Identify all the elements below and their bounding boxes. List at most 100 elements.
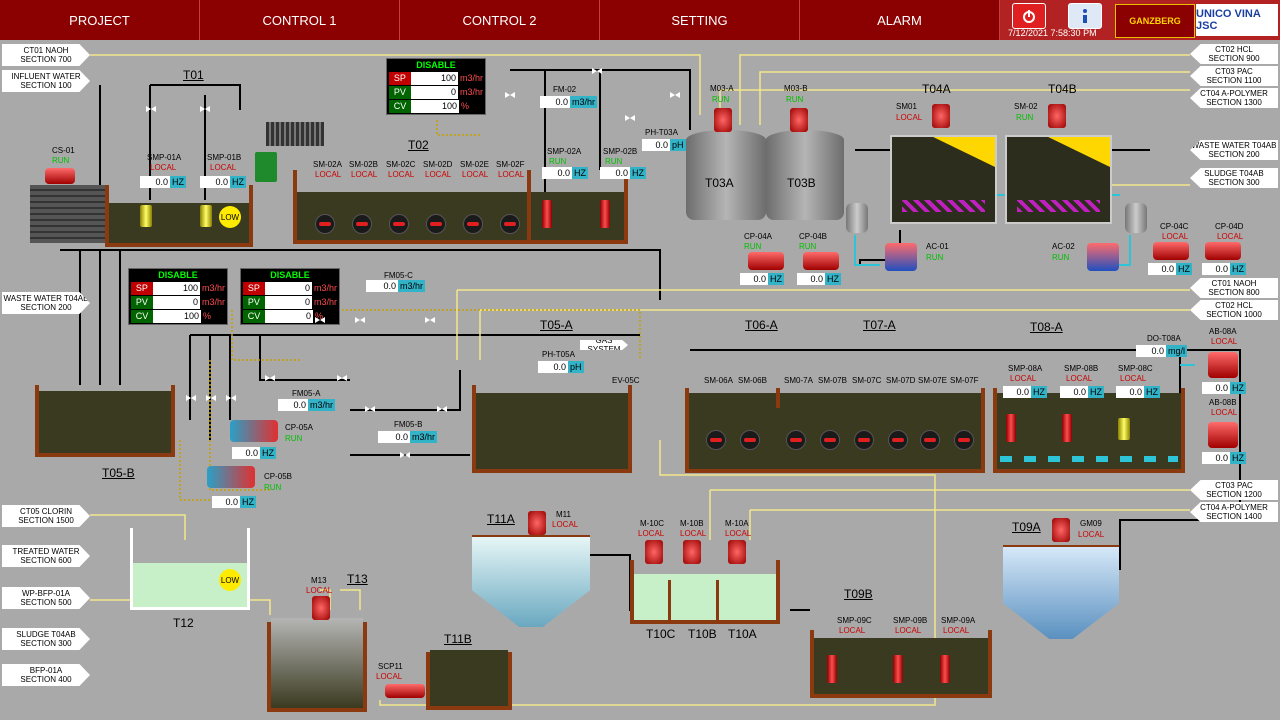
m03a-motor[interactable]	[714, 108, 732, 132]
ac02-label: AC-02	[1052, 242, 1075, 251]
valve[interactable]	[400, 450, 410, 460]
mixer-sm07f[interactable]	[954, 430, 974, 450]
nav-control-1[interactable]: CONTROL 1	[200, 0, 400, 40]
valve[interactable]	[625, 113, 635, 123]
valve[interactable]	[226, 393, 236, 403]
m10a-motor[interactable]	[728, 540, 746, 564]
smp08b-pump[interactable]	[1062, 414, 1072, 442]
smp09c-pump[interactable]	[827, 655, 837, 683]
nav-control-2[interactable]: CONTROL 2	[400, 0, 600, 40]
value: 0.0	[1136, 345, 1166, 357]
mixer-sm02e[interactable]	[463, 214, 483, 234]
m13-motor[interactable]	[312, 596, 330, 620]
gas-system-tag[interactable]: GAS SYSTEM	[580, 340, 628, 350]
mixer-sm02c[interactable]	[389, 214, 409, 234]
valve[interactable]	[670, 90, 680, 100]
cp04b-pump[interactable]	[803, 252, 839, 270]
m10b-motor[interactable]	[683, 540, 701, 564]
t10a-title: T10A	[728, 627, 757, 641]
nav-alarm[interactable]: ALARM	[800, 0, 1000, 40]
valve[interactable]	[592, 66, 602, 76]
tag-line-1: CT02 HCL	[1215, 301, 1253, 310]
valve[interactable]	[186, 393, 196, 403]
valve[interactable]	[505, 90, 515, 100]
power-button[interactable]	[1012, 3, 1046, 29]
sp-value[interactable]: 100	[410, 72, 458, 85]
smp02b-pump[interactable]	[600, 200, 610, 228]
cv-value[interactable]: 0	[265, 310, 313, 323]
nav-setting[interactable]: SETTING	[600, 0, 800, 40]
smp09a-pump[interactable]	[940, 655, 950, 683]
mixer-sm07e[interactable]	[920, 430, 940, 450]
cp04c-pump[interactable]	[1153, 242, 1189, 260]
mixer-sm02a[interactable]	[315, 214, 335, 234]
mixer-sm02d[interactable]	[426, 214, 446, 234]
valve[interactable]	[425, 315, 435, 325]
mixer-sm06a[interactable]	[706, 430, 726, 450]
mixer-sm07b[interactable]	[820, 430, 840, 450]
sp-value[interactable]: 100	[152, 282, 200, 295]
sp-value[interactable]: 0	[264, 282, 312, 295]
smp08c-pump[interactable]	[1118, 418, 1130, 440]
valve[interactable]	[337, 373, 347, 383]
tag-line-2: SECTION 1400	[1206, 512, 1262, 521]
ac01-compressor[interactable]	[885, 243, 917, 271]
cp04a-pump[interactable]	[748, 252, 784, 270]
mixer-sm07d[interactable]	[888, 430, 908, 450]
smp01b-pump[interactable]	[200, 205, 212, 227]
mixer-sm07c[interactable]	[854, 430, 874, 450]
sm02-motor[interactable]	[1048, 104, 1066, 128]
m10c-motor[interactable]	[645, 540, 663, 564]
cs01-motor[interactable]	[45, 168, 75, 184]
smp08a-pump[interactable]	[1006, 414, 1016, 442]
ac02-compressor[interactable]	[1087, 243, 1119, 271]
nav-project[interactable]: PROJECT	[0, 0, 200, 40]
cv-value[interactable]: 100	[153, 310, 201, 323]
mixer-sm02b[interactable]	[352, 214, 372, 234]
valve[interactable]	[437, 404, 447, 414]
smp09b-pump[interactable]	[893, 655, 903, 683]
mixer-sm02f[interactable]	[500, 214, 520, 234]
m11-motor[interactable]	[528, 511, 546, 535]
m03b-motor[interactable]	[790, 108, 808, 132]
mixer-sm07a[interactable]	[786, 430, 806, 450]
valve[interactable]	[315, 315, 325, 325]
cp05a-pump[interactable]	[230, 420, 278, 442]
scp11-pump[interactable]	[385, 684, 425, 698]
cp05b-pump[interactable]	[207, 466, 255, 488]
valve[interactable]	[206, 393, 216, 403]
gm09-motor[interactable]	[1052, 518, 1070, 542]
valve[interactable]	[200, 104, 210, 114]
cp04d-pump[interactable]	[1205, 242, 1241, 260]
valve[interactable]	[355, 315, 365, 325]
ab08b-blower[interactable]	[1208, 422, 1238, 448]
cv-value[interactable]: 100	[411, 100, 459, 113]
valve[interactable]	[146, 104, 156, 114]
valve[interactable]	[365, 404, 375, 414]
ab08a-blower[interactable]	[1208, 352, 1238, 378]
smp01a-pump[interactable]	[140, 205, 152, 227]
valve[interactable]	[265, 373, 275, 383]
smp02a-pump[interactable]	[542, 200, 552, 228]
info-button[interactable]	[1068, 3, 1102, 29]
mixer-sm06b[interactable]	[740, 430, 760, 450]
sm01-motor[interactable]	[932, 104, 950, 128]
